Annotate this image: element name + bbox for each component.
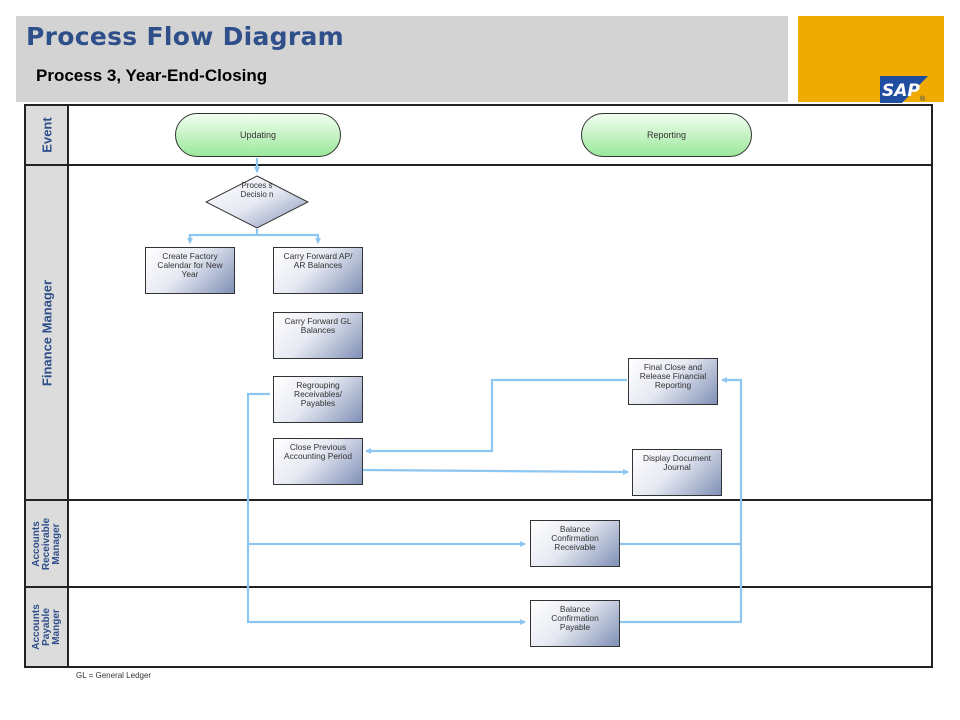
page-subtitle: Process 3, Year-End-Closing: [36, 66, 268, 85]
step-carry-forward-ap-ar[interactable]: Carry Forward AP/ AR Balances: [273, 247, 363, 294]
connector-final-close-to-close-period: [365, 378, 627, 454]
sap-logo-text: SAP: [882, 81, 920, 101]
event-reporting-label: Reporting: [646, 130, 687, 140]
event-updating[interactable]: Updating: [175, 113, 341, 157]
header-banner: Process Flow Diagram Process 3, Year-End…: [16, 16, 788, 102]
brand-panel: [798, 16, 944, 102]
event-reporting[interactable]: Reporting: [581, 113, 752, 157]
event-updating-label: Updating: [239, 130, 277, 140]
sap-registered-mark: ®: [920, 96, 926, 103]
step-close-previous-period-label: Close Previous Accounting Period: [284, 442, 352, 461]
connector-payables-to-final-close: [620, 377, 743, 624]
step-display-document-journal-label: Display Document Journal: [643, 453, 711, 472]
sap-logo: SAP: [880, 76, 928, 103]
step-create-factory-calendar[interactable]: Create Factory Calendar for New Year: [145, 247, 235, 294]
connector-decision-to-carry-ap-ar: [257, 233, 321, 244]
lane-divider: [24, 499, 932, 501]
step-carry-forward-ap-ar-label: Carry Forward AP/ AR Balances: [283, 251, 353, 270]
lane-label-ar-manager: Accounts Receivable Manager: [26, 501, 67, 586]
connector-regrouping-to-balance-payable: [246, 544, 526, 625]
connector-decision-split: [187, 229, 259, 244]
step-carry-forward-gl-label: Carry Forward GL Balances: [284, 316, 352, 335]
process-decision-diamond[interactable]: [205, 175, 309, 229]
step-balance-confirmation-payable[interactable]: Balance Confirmation Payable: [530, 600, 620, 647]
step-display-document-journal[interactable]: Display Document Journal: [632, 449, 722, 496]
step-balance-confirmation-payable-label: Balance Confirmation Payable: [551, 604, 599, 632]
swimlane-frame: [24, 104, 933, 668]
page-title: Process Flow Diagram: [26, 22, 345, 51]
lane-label-finance-manager: Finance Manager: [26, 166, 67, 499]
step-final-close-label: Final Close and Release Financial Report…: [639, 362, 707, 390]
lane-divider: [24, 164, 932, 166]
step-balance-confirmation-receivable-label: Balance Confirmation Receivable: [551, 524, 599, 552]
lane-label-separator: [67, 104, 69, 668]
lane-divider: [24, 586, 932, 588]
footnote: GL = General Ledger: [76, 671, 152, 680]
step-balance-confirmation-receivable[interactable]: Balance Confirmation Receivable: [530, 520, 620, 567]
lane-label-ap-manager: Accounts Payable Manger: [26, 588, 67, 666]
step-regrouping-label: Regrouping Receivables/ Payables: [294, 380, 342, 408]
step-carry-forward-gl[interactable]: Carry Forward GL Balances: [273, 312, 363, 359]
step-final-close[interactable]: Final Close and Release Financial Report…: [628, 358, 718, 405]
connector-close-period-to-display-journal: [361, 468, 629, 475]
connector-regrouping-to-balance-receivable: [246, 392, 526, 547]
step-close-previous-period[interactable]: Close Previous Accounting Period: [273, 438, 363, 485]
process-decision-label: Proces s Decisio n: [240, 181, 274, 199]
lane-label-event: Event: [26, 106, 67, 164]
step-regrouping[interactable]: Regrouping Receivables/ Payables: [273, 376, 363, 423]
step-create-factory-calendar-label: Create Factory Calendar for New Year: [157, 251, 223, 279]
